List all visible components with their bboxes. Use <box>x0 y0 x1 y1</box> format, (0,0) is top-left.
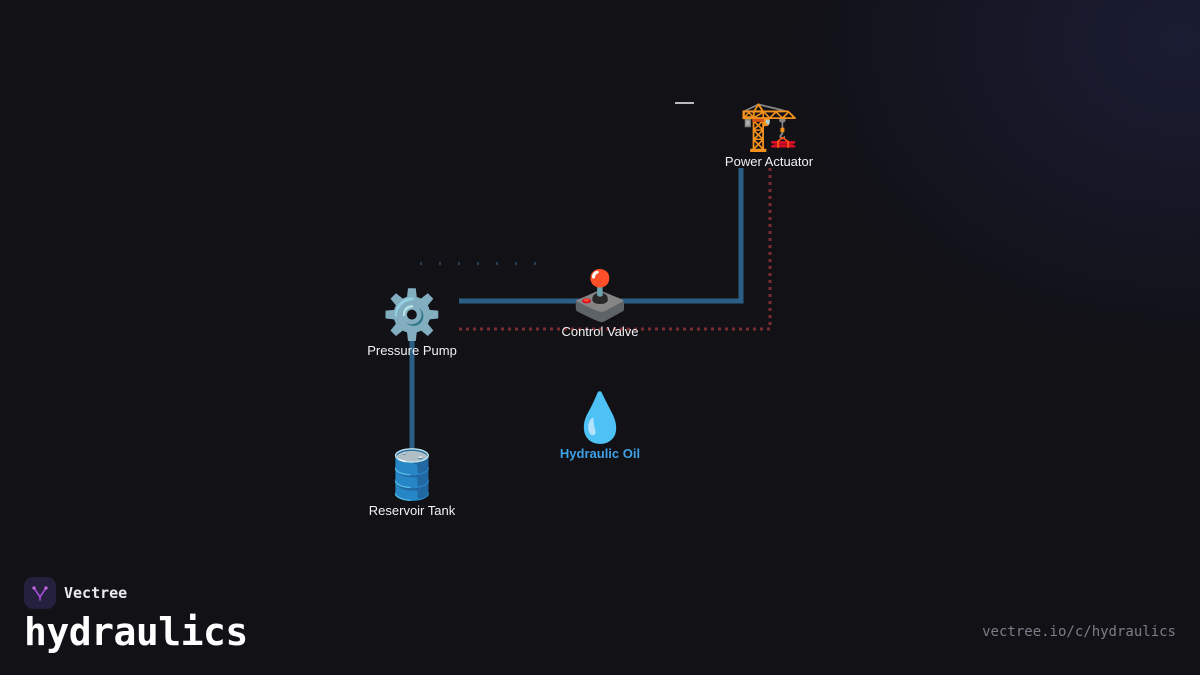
node-control-valve[interactable]: 🕹️ Control Valve <box>561 268 638 339</box>
node-label: Power Actuator <box>724 154 814 169</box>
page-title: hydraulics <box>24 610 248 654</box>
node-hydraulic-oil[interactable]: 💧 Hydraulic Oil <box>560 390 640 461</box>
node-label: Control Valve <box>561 324 639 339</box>
pipe-valve-actuator <box>620 168 744 304</box>
vectree-logo-icon <box>24 577 56 609</box>
brand-name: Vectree <box>64 584 128 602</box>
node-power-actuator[interactable]: 🏗️ Power Actuator <box>725 98 813 169</box>
return-line-dotted <box>459 168 772 331</box>
joystick-icon: 🕹️ <box>570 268 630 324</box>
gear-icon: ⚙️ <box>382 287 442 343</box>
node-pressure-pump[interactable]: ⚙️ Pressure Pump <box>367 287 457 358</box>
node-label: Reservoir Tank <box>368 503 456 518</box>
construction-crane-icon: 🏗️ <box>739 98 799 154</box>
node-reservoir-tank[interactable]: 🛢️ Reservoir Tank <box>369 447 455 518</box>
node-label: Pressure Pump <box>367 343 457 358</box>
page-url[interactable]: vectree.io/c/hydraulics <box>982 624 1176 640</box>
droplet-icon: 💧 <box>570 390 630 446</box>
brand[interactable]: Vectree <box>24 577 127 609</box>
node-label: Hydraulic Oil <box>559 446 641 461</box>
tick-marks <box>420 262 536 265</box>
oil-drum-icon: 🛢️ <box>382 447 442 503</box>
